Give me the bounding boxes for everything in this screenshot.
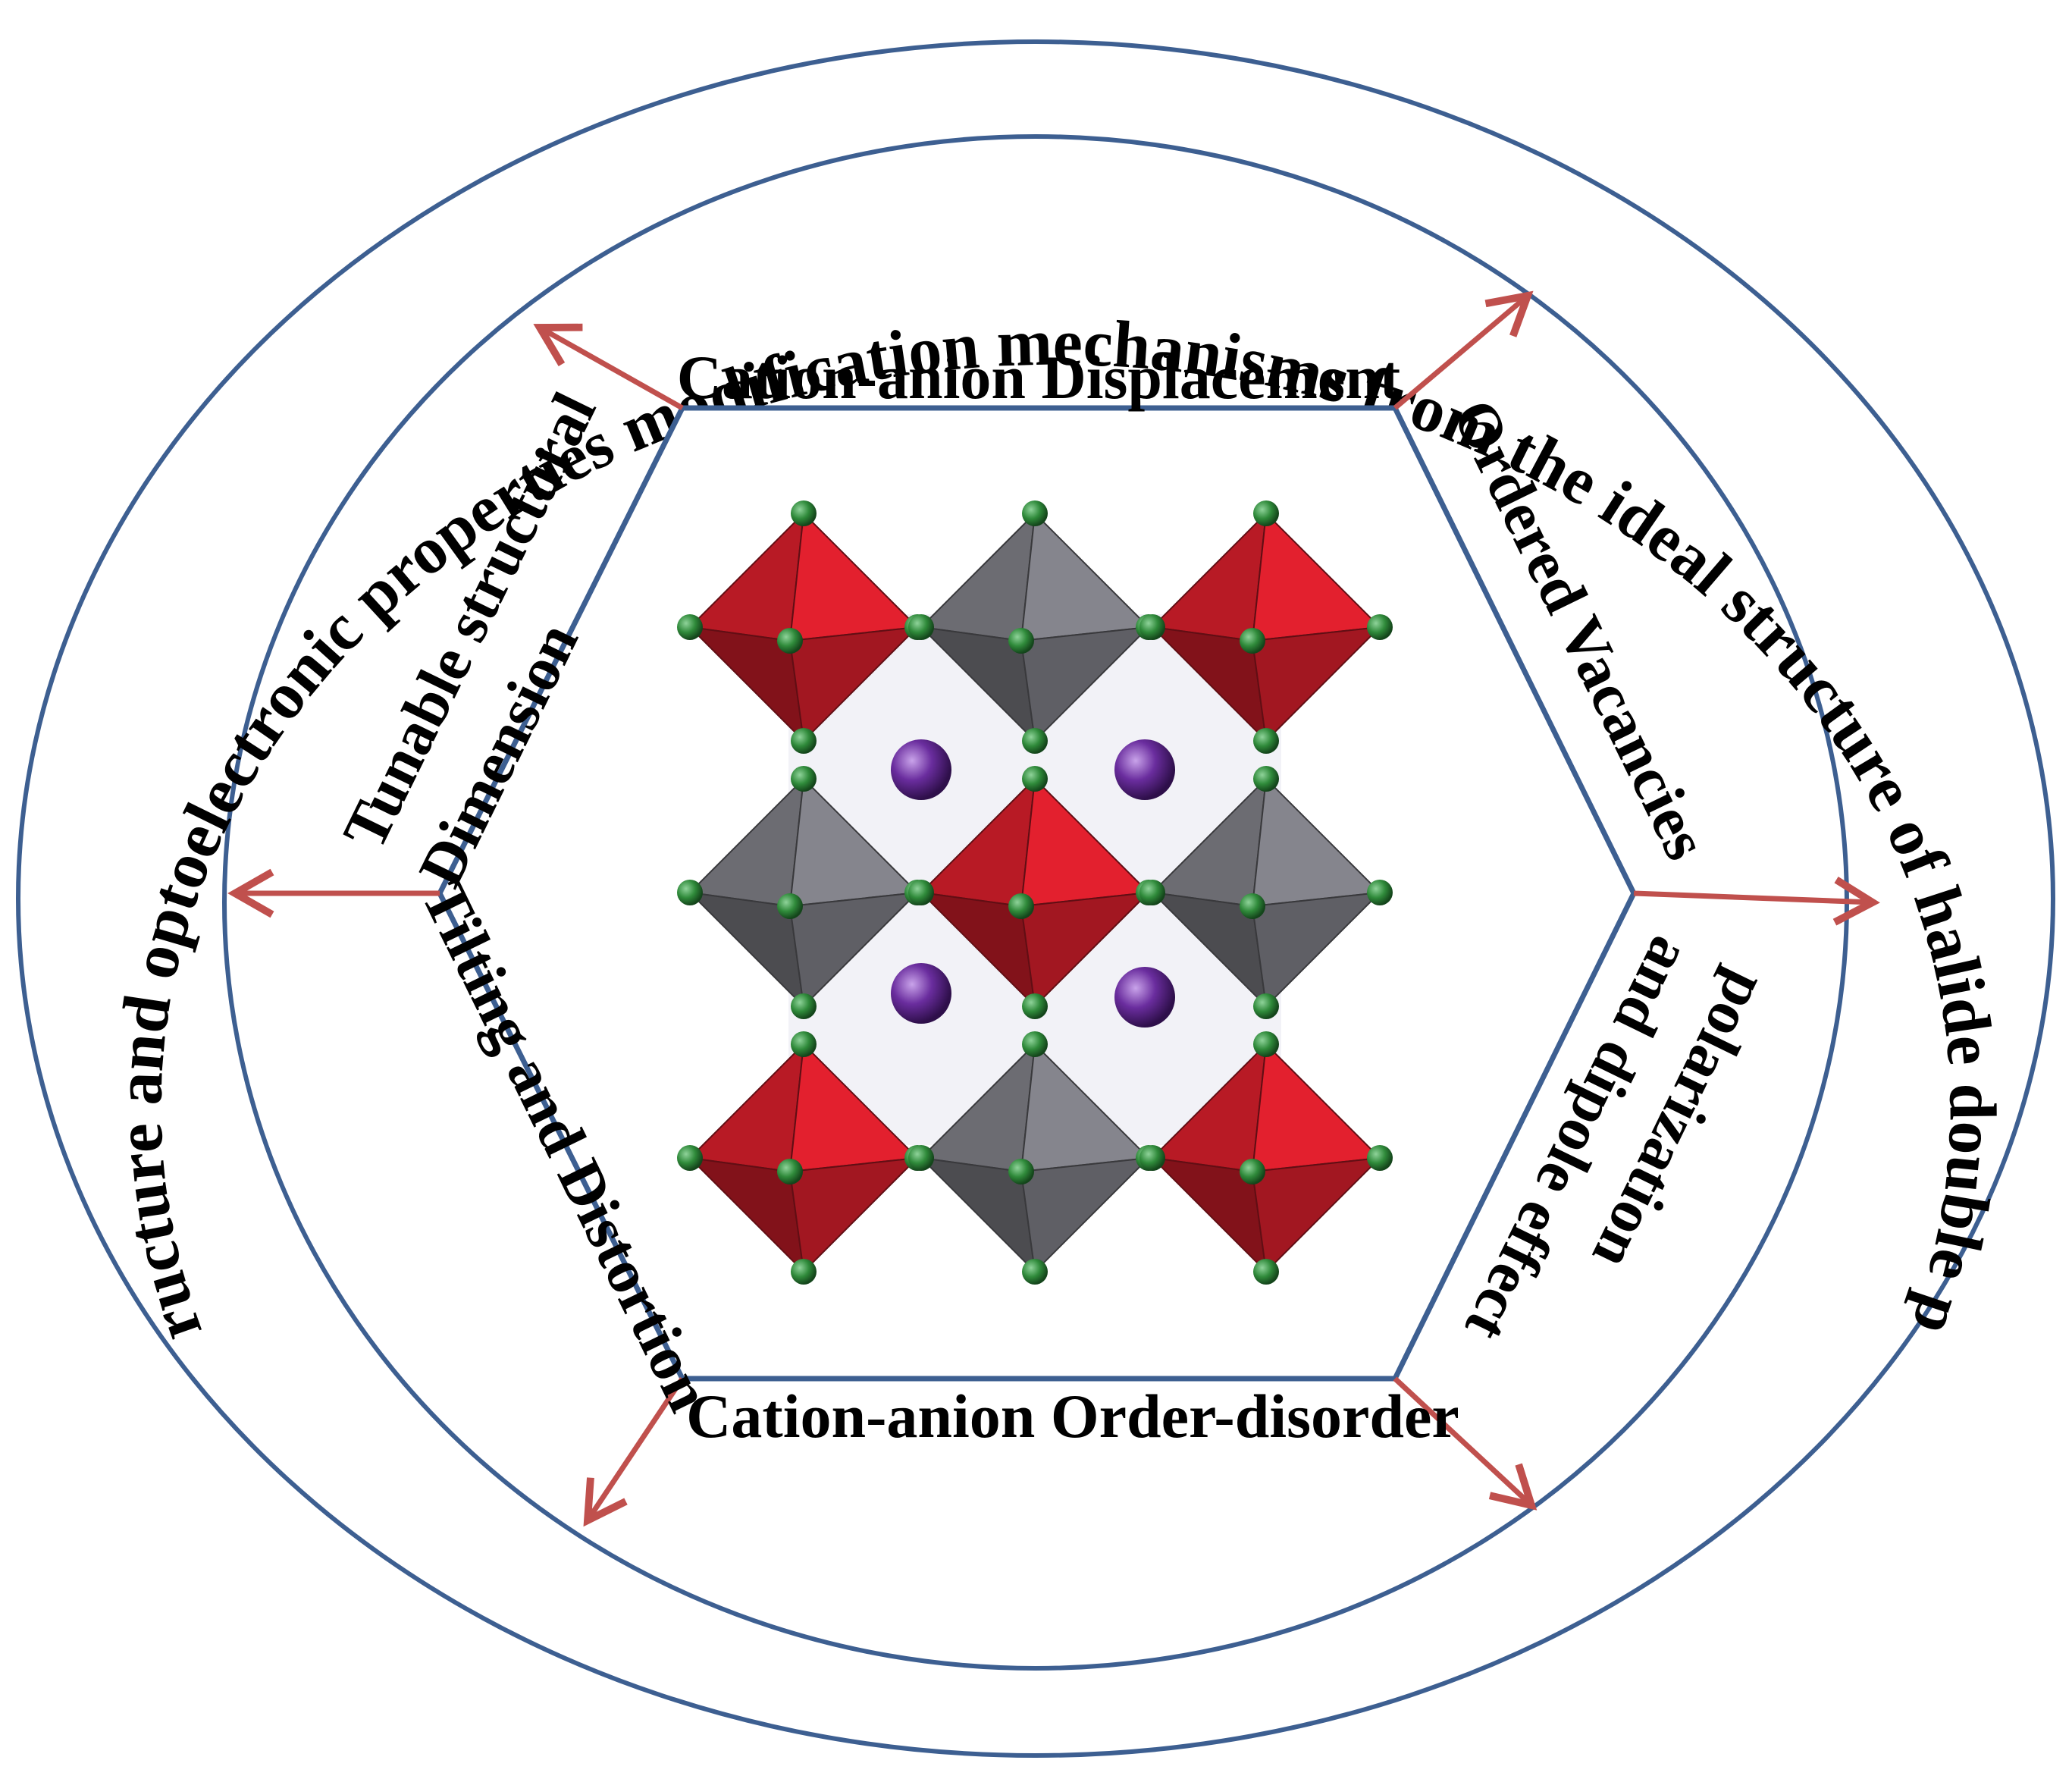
octahedron-red [1139, 1031, 1393, 1285]
arrow-upper-left [533, 323, 684, 411]
octahedron-grey [908, 500, 1161, 754]
cation-sphere [891, 963, 951, 1024]
octahedron-red [1139, 500, 1393, 754]
arrow-lower-right [1393, 1376, 1538, 1511]
double-perovskite-crystal-icon [677, 500, 1393, 1285]
cation-sphere [1114, 739, 1175, 800]
octahedron-grey [908, 1031, 1161, 1285]
cation-sphere [891, 739, 951, 800]
arrow-upper-right [1393, 290, 1534, 410]
arrow-lower-left [583, 1377, 685, 1527]
arrow-right [1633, 876, 1880, 926]
arrows [227, 290, 1880, 1527]
octahedron-grey [1139, 766, 1393, 1019]
outer-ellipse [16, 39, 2055, 1758]
label-cation-anion-displacement: Cation-anion Displacement [677, 343, 1400, 412]
octahedron-red [677, 500, 930, 754]
label-cation-anion-order-disorder: Cation-anion Order-disorder [686, 1382, 1459, 1451]
octahedron-grey [677, 766, 930, 1019]
cation-sphere [1114, 967, 1175, 1028]
